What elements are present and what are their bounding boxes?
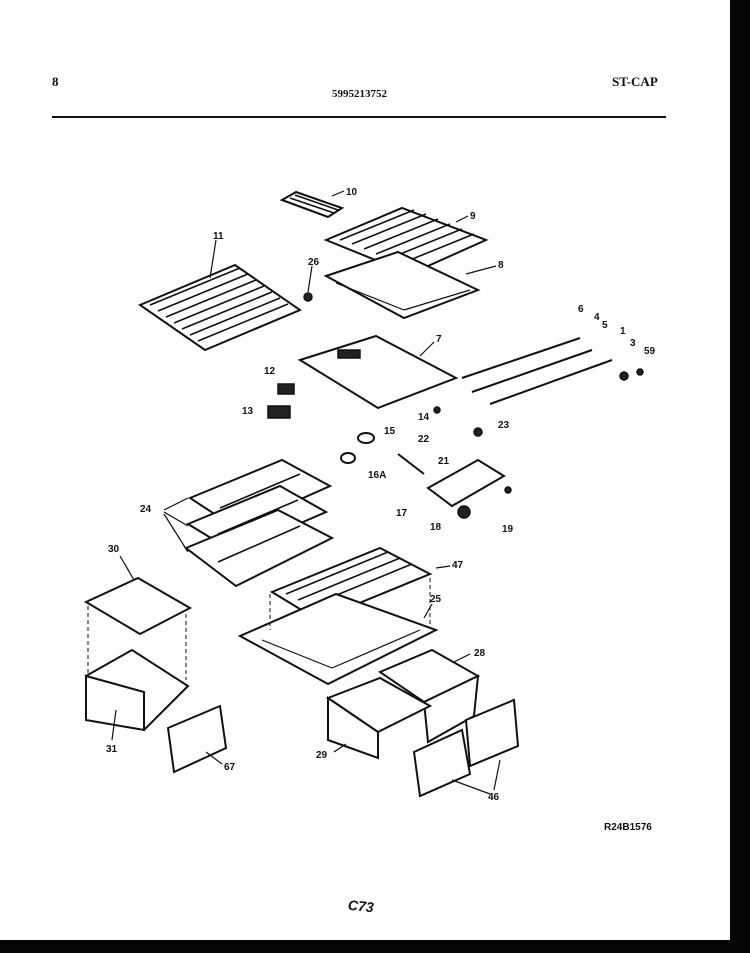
part-rails	[461, 337, 613, 405]
part-12-bracket	[277, 383, 295, 395]
callout-labels: 10 9 11 26 8 6 4 5 1 3 59 7 12 13 14 15 …	[106, 187, 656, 803]
svg-text:24: 24	[140, 504, 152, 515]
svg-text:23: 23	[498, 420, 510, 431]
scan-border-right	[730, 0, 750, 953]
svg-text:9: 9	[470, 211, 476, 222]
part-30-crisper-cover	[83, 576, 193, 636]
svg-text:1: 1	[620, 326, 626, 337]
part-10-grille	[279, 190, 345, 219]
part-13-bracket	[267, 405, 291, 419]
svg-text:29: 29	[316, 750, 328, 761]
svg-text:19: 19	[502, 524, 514, 535]
part-14-fastener	[433, 406, 441, 414]
svg-text:12: 12	[264, 366, 276, 377]
page-number: 8	[52, 74, 59, 89]
svg-text:14: 14	[418, 412, 430, 423]
svg-text:47: 47	[452, 560, 464, 571]
svg-text:5: 5	[602, 320, 608, 331]
part-46-fronts	[412, 698, 520, 798]
model-code: ST-CAP	[612, 74, 658, 89]
part-23-knob	[473, 427, 483, 437]
part-11-wire-shelf	[137, 263, 303, 352]
svg-text:8: 8	[498, 260, 504, 271]
part-25-frame	[237, 592, 439, 686]
svg-text:17: 17	[396, 508, 408, 519]
svg-text:18: 18	[430, 522, 442, 533]
part-24-glass-shelves	[184, 458, 335, 588]
svg-text:31: 31	[106, 744, 118, 755]
svg-text:3: 3	[630, 338, 636, 349]
svg-text:15: 15	[384, 426, 396, 437]
page-code: C73	[347, 896, 375, 916]
part-number: 5995213752	[332, 88, 387, 100]
svg-text:10: 10	[346, 187, 358, 198]
part-31-crisper	[84, 648, 190, 732]
svg-text:22: 22	[418, 434, 430, 445]
part-29-drawer	[325, 676, 433, 760]
part-22-rod	[397, 453, 425, 475]
svg-text:6: 6	[578, 304, 584, 315]
part-3-bushing	[619, 371, 629, 381]
scan-border-bottom	[0, 940, 750, 953]
part-8-shelf-frame	[323, 250, 481, 320]
part-26-clip	[303, 292, 313, 302]
svg-text:16A: 16A	[368, 470, 386, 481]
svg-text:13: 13	[242, 406, 254, 417]
svg-text:25: 25	[430, 594, 442, 605]
svg-text:7: 7	[436, 334, 442, 345]
header-rule	[52, 116, 666, 118]
part-67-front	[166, 704, 228, 774]
svg-text:30: 30	[108, 544, 120, 555]
part-28-drawer	[377, 648, 481, 744]
svg-text:21: 21	[438, 456, 450, 467]
part-17-housing	[426, 458, 506, 519]
svg-text:59: 59	[644, 346, 656, 357]
svg-text:67: 67	[224, 762, 236, 773]
part-7-cover	[297, 334, 459, 410]
part-15-16a	[340, 432, 375, 464]
svg-text:28: 28	[474, 648, 486, 659]
part-59-screw	[636, 368, 644, 376]
svg-text:46: 46	[488, 792, 500, 803]
reference-code: R24B1576	[604, 822, 652, 833]
svg-text:26: 26	[308, 257, 320, 268]
part-19-screw	[504, 486, 512, 494]
svg-text:11: 11	[213, 231, 224, 242]
svg-text:4: 4	[594, 312, 600, 323]
